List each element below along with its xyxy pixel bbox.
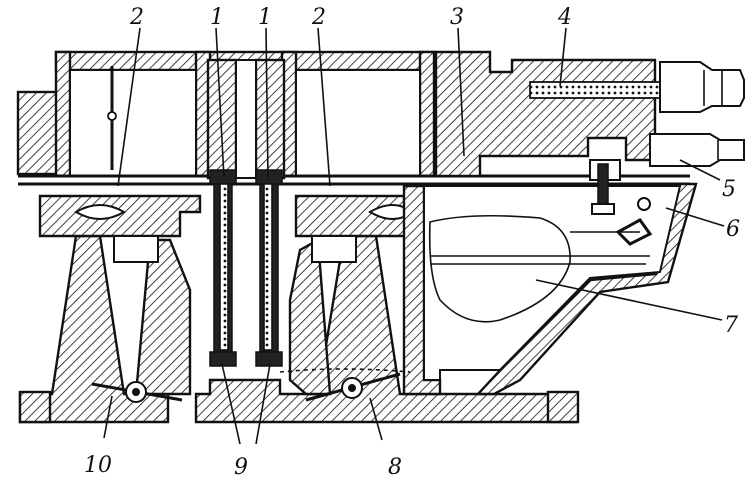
label-2-right: 2 xyxy=(311,5,326,30)
label-9: 9 xyxy=(234,455,248,480)
float-chamber xyxy=(402,163,698,396)
callout-labels: 2 1 1 2 3 4 5 6 7 8 9 10 xyxy=(84,5,740,480)
label-2-left: 2 xyxy=(129,5,144,30)
throttle-valve-left xyxy=(91,381,183,403)
emulsion-tubes xyxy=(206,58,286,367)
carburetor-body xyxy=(18,194,580,424)
leader-lines xyxy=(103,27,725,445)
label-7: 7 xyxy=(724,313,738,338)
label-1-left: 1 xyxy=(210,5,224,30)
label-6: 6 xyxy=(726,217,740,242)
throttle-valve-right xyxy=(279,368,411,402)
label-10: 10 xyxy=(84,453,112,478)
fuel-inlet-block xyxy=(434,50,745,181)
label-1-right: 1 xyxy=(258,5,272,30)
label-8: 8 xyxy=(388,455,402,480)
label-5: 5 xyxy=(722,177,736,202)
label-3: 3 xyxy=(450,5,464,30)
label-4: 4 xyxy=(557,5,572,30)
